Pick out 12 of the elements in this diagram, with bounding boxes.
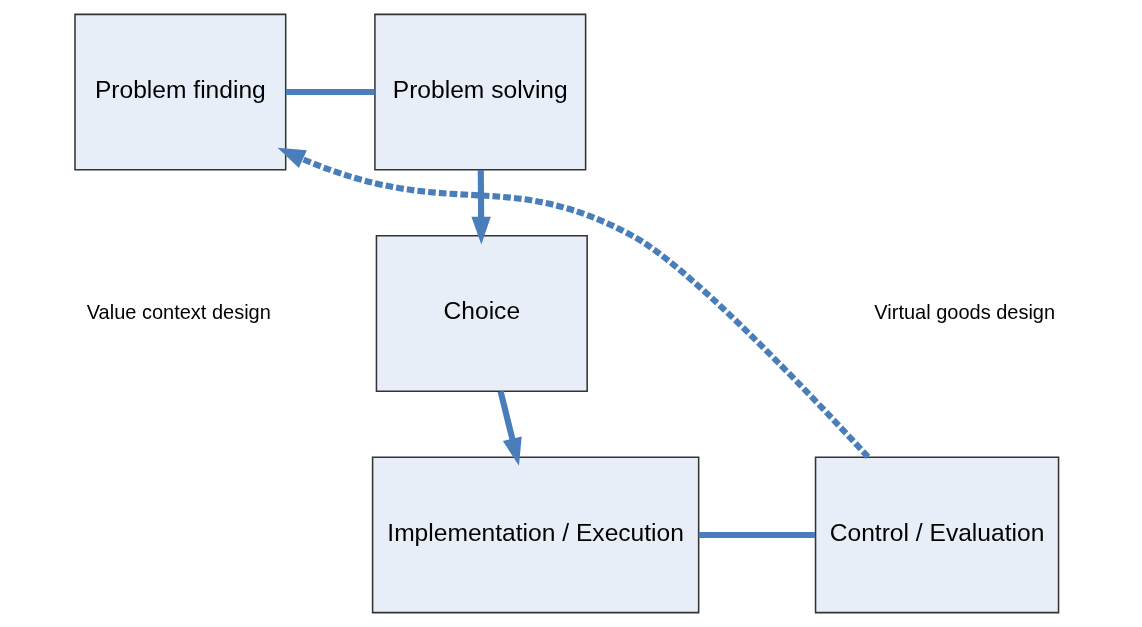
node-box: Control / Evaluation [814,456,1060,614]
node-box: Choice [375,235,588,392]
node-box: Problem solving [374,13,587,171]
node-box: Implementation / Execution [371,456,700,614]
arrow [471,169,491,245]
label: Value context design [86,300,271,323]
arrow [277,147,871,459]
connector [285,88,375,96]
node-box: Problem finding [74,13,287,171]
label: Virtual goods design [874,300,1056,323]
connector [698,531,816,539]
arrow [497,390,522,466]
